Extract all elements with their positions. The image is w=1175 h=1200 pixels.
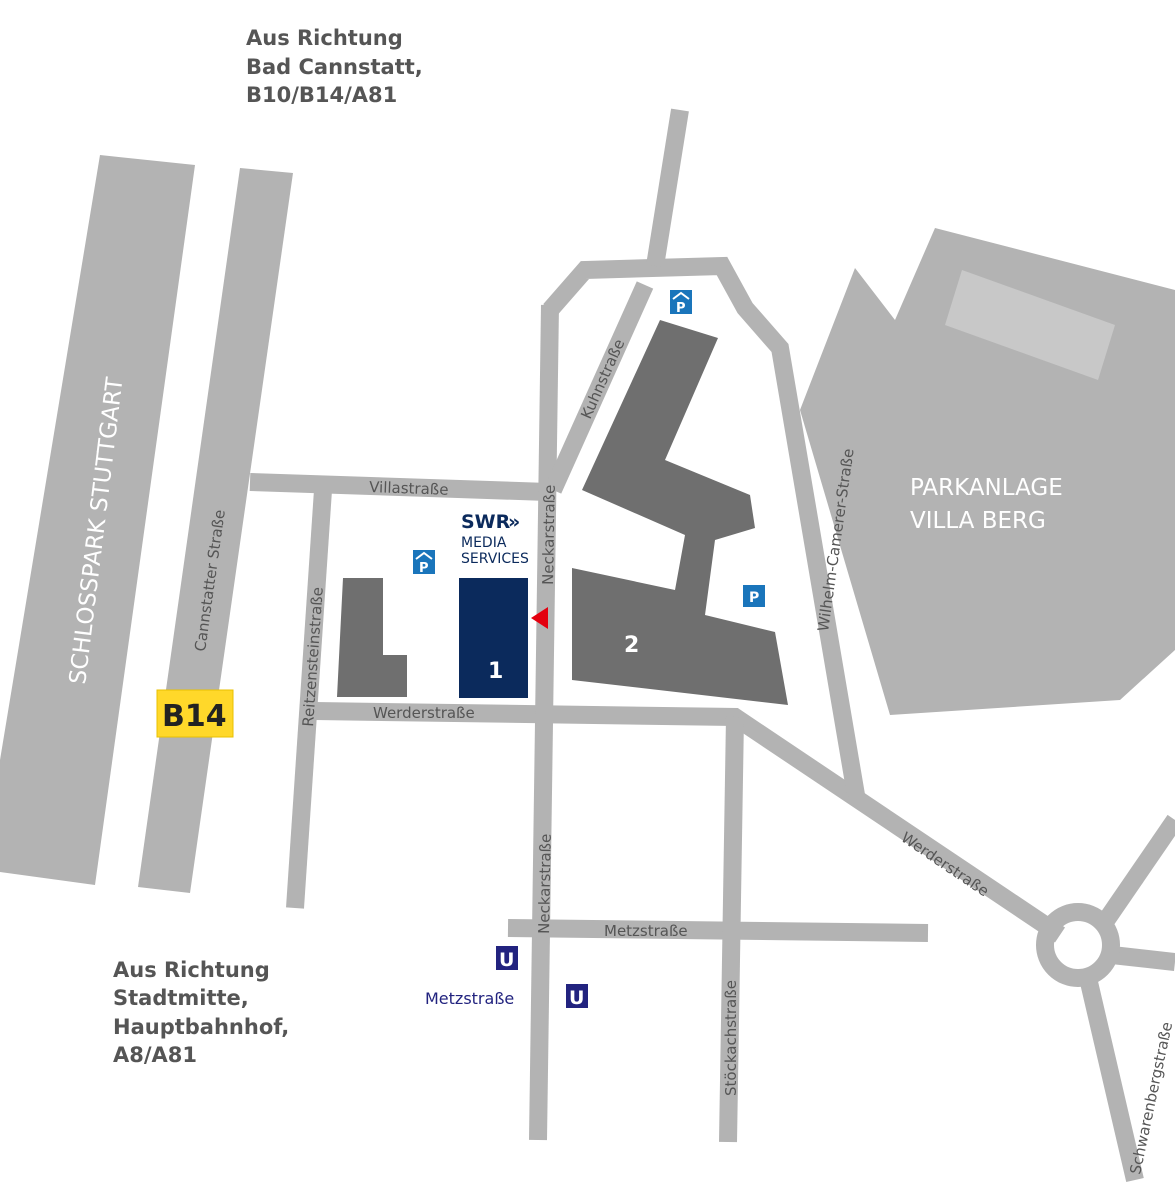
svg-text:P: P: [676, 301, 686, 316]
park-building: [945, 270, 1115, 380]
svg-text:Hauptbahnhof,: Hauptbahnhof,: [113, 1015, 289, 1039]
street-label-neckar-south: Neckarstraße: [535, 834, 555, 935]
svg-text:Stadtmitte,: Stadtmitte,: [113, 986, 249, 1010]
street-label-werder: Werderstraße: [373, 704, 475, 722]
svg-text:P: P: [419, 561, 429, 576]
svg-text:U: U: [569, 987, 584, 1009]
park-label: PARKANLAGE VILLA BERG: [910, 475, 1070, 534]
building-2: [572, 320, 788, 705]
b14-badge: [156, 689, 234, 738]
building-2-label: 2: [624, 633, 639, 658]
street-label-stoeckach: Stöckachstraße: [722, 980, 740, 1096]
svg-text:Bad Cannstatt,: Bad Cannstatt,: [246, 55, 423, 79]
street-label-villa: Villastraße: [369, 478, 449, 499]
parking-garage-icon: P: [413, 550, 435, 576]
svg-text:U: U: [499, 949, 514, 971]
roads: [249, 108, 1175, 1183]
parking-garage-icon: P: [670, 290, 692, 316]
svg-text:B10/B14/A81: B10/B14/A81: [246, 83, 397, 107]
svg-text:P: P: [749, 590, 759, 606]
street-label-neckar-north: Neckarstraße: [539, 485, 559, 586]
street-label-werder-east: Werderstraße: [898, 828, 992, 900]
svg-text:B14: B14: [162, 699, 227, 734]
building-1-swr: [459, 578, 528, 698]
street-label-metz: Metzstraße: [604, 922, 688, 940]
direction-north: Aus Richtung Bad Cannstatt, B10/B14/A81: [246, 26, 423, 107]
svg-text:Aus Richtung: Aus Richtung: [246, 26, 403, 50]
chevrons-icon: »: [508, 511, 520, 533]
svg-text:SERVICES: SERVICES: [461, 551, 529, 567]
direction-south: Aus Richtung Stadtmitte, Hauptbahnhof, A…: [113, 958, 289, 1067]
entrance-marker-icon: [531, 607, 548, 629]
svg-text:MEDIA: MEDIA: [461, 535, 507, 551]
parking-icon: P: [743, 585, 765, 607]
svg-text:SWR: SWR: [461, 511, 511, 533]
subway-icon: U: [496, 946, 518, 971]
building-left: [337, 578, 407, 697]
subway-icon: U: [566, 984, 588, 1009]
subway-station-label: Metzstraße: [425, 989, 514, 1008]
schlosspark-area: [0, 155, 195, 885]
svg-text:Aus Richtung: Aus Richtung: [113, 958, 270, 982]
swr-media-services-logo: SWR » MEDIA SERVICES: [461, 511, 529, 567]
street-label-schwarenberg: Schwarenbergstraße: [1126, 1020, 1175, 1176]
svg-text:A8/A81: A8/A81: [113, 1043, 197, 1067]
building-1-label: 1: [488, 659, 503, 684]
